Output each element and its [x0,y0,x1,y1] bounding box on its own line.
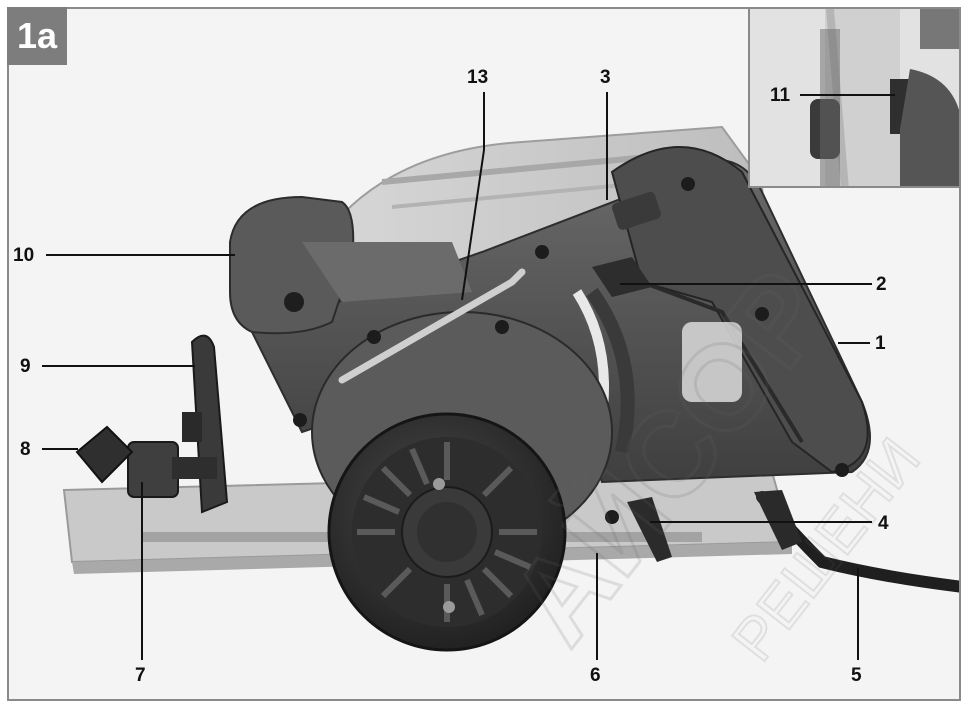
bevel-knob [127,441,179,498]
callout-13: 13 [467,67,489,88]
figure-label-badge: 1a [7,7,67,65]
inset-detail [748,7,961,188]
callout-4: 4 [878,513,889,534]
circular-saw-illustration [62,125,959,652]
allen-key [338,268,526,384]
callout-6: 6 [590,665,601,686]
callout-3: 3 [600,67,611,88]
motor-housing [311,311,613,652]
on-off-switch [592,257,652,297]
callout-10: 10 [13,245,35,266]
callout-1: 1 [875,333,886,354]
callout-5: 5 [851,665,862,686]
callout-7: 7 [135,665,146,686]
lock-off-button [612,191,661,230]
callout-8: 8 [20,439,31,460]
callout-11: 11 [770,85,791,106]
callout-2: 2 [876,274,887,295]
callout-9: 9 [20,356,31,377]
depth-lever [627,497,672,562]
angle-knob [75,425,134,484]
inset-illustration [750,9,959,186]
